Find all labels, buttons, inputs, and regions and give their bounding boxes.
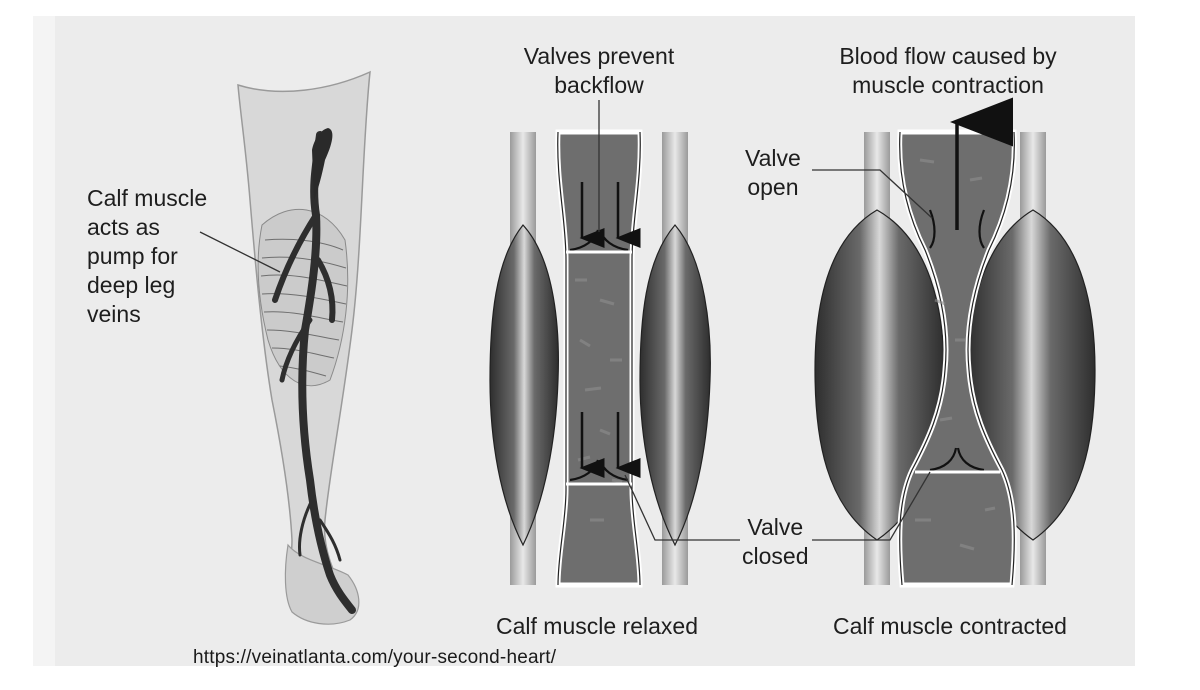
source-url: https://veinatlanta.com/your-second-hear… xyxy=(193,647,557,668)
relaxed-vein-outline xyxy=(557,131,641,586)
contracted-panel xyxy=(624,97,1096,588)
calf-label-line-1: Calf muscle xyxy=(87,185,208,211)
valve-closed-leader-right xyxy=(812,471,931,541)
valve-open-leader xyxy=(812,169,933,219)
relaxed-vein-texture xyxy=(575,278,623,522)
caption-relaxed: Calf muscle relaxed xyxy=(496,613,698,639)
deep-leg-veins xyxy=(272,131,356,614)
leg-illustration xyxy=(199,70,371,625)
valves-label-line-2: backflow xyxy=(554,72,644,98)
valves-label-line-1: Valves prevent xyxy=(523,43,675,69)
panel-edge xyxy=(33,16,55,666)
contracted-vein-outline xyxy=(899,131,1015,586)
relaxed-right-muscle xyxy=(639,224,711,547)
popliteal-vein-top xyxy=(312,128,333,200)
valve-closed-line-1: Valve xyxy=(747,514,804,540)
calf-region xyxy=(257,209,349,387)
valve-closed-line-2: closed xyxy=(742,543,809,569)
calf-label-line-3: pump for xyxy=(87,243,178,269)
contracted-upper-valve-open xyxy=(928,209,986,249)
valve-closed-leader xyxy=(624,474,740,541)
relaxed-left-muscle xyxy=(489,224,559,547)
blood-flow-label-line-2: muscle contraction xyxy=(852,72,1044,98)
valve-open-label: Valve open xyxy=(745,144,801,202)
calf-muscle-pump-label: Calf muscle acts as pump for deep leg ve… xyxy=(87,184,207,329)
calf-label-leader xyxy=(199,231,281,273)
calf-label-line-5: veins xyxy=(87,301,141,327)
calf-label-line-4: deep leg xyxy=(87,272,176,298)
contracted-vein-texture xyxy=(915,158,996,551)
blood-flow-label-line-1: Blood flow caused by xyxy=(839,43,1057,69)
relaxed-backflow-arrows xyxy=(579,182,641,478)
caption-contracted: Calf muscle contracted xyxy=(833,613,1067,639)
valve-open-line-2: open xyxy=(747,174,799,200)
relaxed-panel xyxy=(489,100,711,588)
contracted-lower-valve-closed xyxy=(929,447,985,472)
blood-flow-caused-label: Blood flow caused by muscle contraction xyxy=(839,42,1056,100)
valve-open-line-1: Valve xyxy=(745,145,801,171)
calf-label-line-2: acts as xyxy=(87,214,160,240)
valves-prevent-backflow-label: Valves prevent backflow xyxy=(524,42,674,100)
valve-closed-label: Valve closed xyxy=(742,513,808,571)
